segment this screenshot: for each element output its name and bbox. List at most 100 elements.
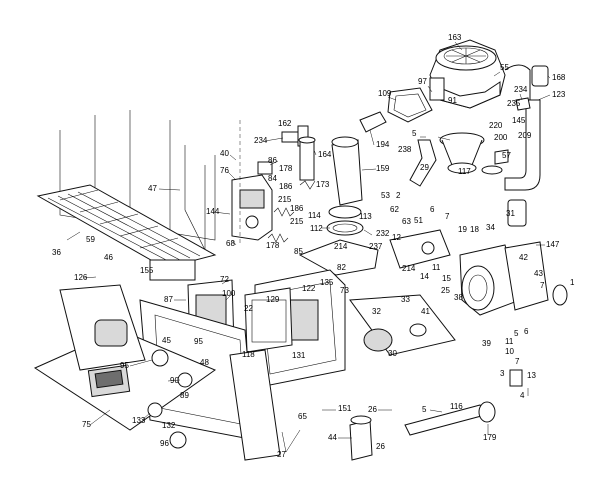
part-label: 26: [368, 405, 377, 414]
part-label: 194: [376, 140, 390, 149]
part-label: 234: [514, 85, 528, 94]
grille-59: [36, 184, 217, 269]
part-label: 72: [220, 275, 229, 284]
part-label: 209: [518, 131, 532, 140]
part-label: 40: [220, 149, 229, 158]
part-label: 38: [454, 293, 463, 302]
part-label: 12: [392, 233, 401, 242]
part-label: 162: [278, 119, 292, 128]
air-pipe-168: [504, 64, 549, 191]
part-label: 235: [507, 99, 521, 108]
knob-133: [147, 402, 163, 418]
gas-valve-84: [231, 161, 273, 241]
part-label: 214: [334, 242, 348, 251]
part-label: 97: [418, 77, 427, 86]
part-label: 232: [376, 229, 390, 238]
burner-159: [331, 111, 387, 206]
part-label: 22: [244, 304, 253, 313]
part-label: 7: [445, 212, 450, 221]
part-label: 100: [222, 289, 236, 298]
part-label: 91: [448, 96, 457, 105]
part-label: 76: [220, 166, 229, 175]
part-label: 3: [500, 369, 505, 378]
part-label: 63: [402, 217, 411, 226]
part-label: 2: [396, 191, 401, 200]
pump-38: [459, 244, 521, 316]
part-label: 13: [527, 371, 536, 380]
part-label: 65: [298, 412, 307, 421]
part-label: 114: [308, 211, 321, 220]
part-label: 112: [310, 224, 323, 233]
part-label: 41: [421, 307, 430, 316]
manifold-42: [504, 241, 549, 311]
part-label: 48: [200, 358, 209, 367]
part-label: 59: [86, 235, 95, 244]
part-label: 47: [148, 184, 157, 193]
part-label: 151: [338, 404, 352, 413]
part-label: 11: [505, 337, 514, 346]
part-label: 7: [515, 357, 520, 366]
part-label: 5: [412, 129, 417, 138]
part-label: 29: [420, 163, 429, 172]
part-label: 145: [512, 116, 526, 125]
valve-31: [507, 199, 527, 227]
part-label: 39: [482, 339, 491, 348]
part-label: 6: [524, 327, 529, 336]
part-label: 109: [378, 89, 392, 98]
part-label: 45: [162, 336, 171, 345]
part-label: 86: [268, 156, 277, 165]
part-label: 46: [104, 253, 113, 262]
part-label: 178: [266, 241, 280, 250]
part-label: 144: [206, 207, 220, 216]
part-label: 34: [486, 223, 495, 232]
frame-129: [244, 287, 293, 353]
part-label: 237: [369, 242, 383, 251]
part-label: 122: [302, 284, 316, 293]
part-label: 19: [458, 225, 467, 234]
part-label: 5: [422, 405, 427, 414]
part-label: 159: [376, 164, 390, 173]
part-label: 186: [279, 182, 293, 191]
part-label: 215: [278, 195, 292, 204]
spring-215: [273, 207, 295, 217]
part-label: 147: [546, 240, 560, 249]
part-label: 82: [337, 263, 346, 272]
part-label: 10: [505, 347, 514, 356]
part-label: 155: [140, 266, 154, 275]
part-label: 73: [340, 286, 349, 295]
part-label: 18: [470, 225, 479, 234]
cabinet-47: [59, 110, 216, 251]
part-label: 234: [254, 136, 268, 145]
part-label: 179: [483, 433, 497, 442]
part-label: 26: [376, 442, 385, 451]
part-label: 186: [290, 204, 304, 213]
part-label: 118: [242, 350, 255, 359]
part-label: 123: [552, 90, 566, 99]
ring-117: [481, 165, 503, 175]
part-label: 32: [372, 307, 381, 316]
part-label: 132: [162, 421, 176, 430]
part-label: 25: [441, 286, 450, 295]
part-label: 31: [506, 209, 515, 218]
part-label: 53: [381, 191, 390, 200]
part-label: 57: [502, 151, 511, 160]
knob-95: [151, 349, 169, 367]
part-label: 164: [318, 150, 332, 159]
clip-57: [494, 149, 509, 165]
ring-173: [299, 180, 316, 190]
box-118: [229, 349, 281, 461]
part-label: 238: [398, 145, 412, 154]
part-label: 15: [442, 274, 451, 283]
part-label: 116: [450, 402, 463, 411]
part-label: 14: [420, 272, 429, 281]
pipe-assembly-12: [389, 229, 451, 269]
fan-gasket: [387, 87, 433, 123]
part-label: 126: [74, 273, 88, 282]
part-label: 44: [328, 433, 337, 442]
part-labels: 163 55 168 234 123 97 109 91 235 220 145…: [52, 33, 575, 459]
part-label: 33: [401, 295, 410, 304]
part-label: 55: [500, 63, 509, 72]
fitting-3: [509, 369, 523, 387]
knob-96: [169, 431, 187, 449]
part-label: 113: [359, 212, 372, 221]
